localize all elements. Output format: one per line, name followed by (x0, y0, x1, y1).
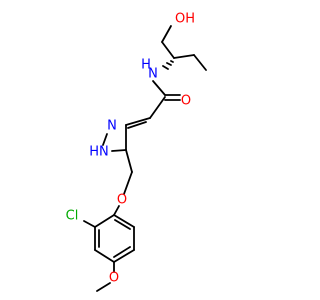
atom-oh: OH (175, 12, 195, 27)
atom-h-amide: H (141, 58, 151, 73)
bond-ar6-ar1-inner (114, 219, 131, 230)
bond-c3-c4-inner (127, 121, 147, 129)
bond-cstereo-n-hash3 (162, 65, 169, 70)
atom-n-pyrazole: N (107, 119, 117, 134)
atom-hn-pyrazole: HN (89, 145, 109, 160)
bond-n1-n2 (102, 133, 108, 146)
bond-ar4-ar5-inner (113, 246, 131, 258)
bond-ar3-ar4 (94, 249, 115, 263)
bond-ch2-oether (123, 171, 133, 195)
bond-cstereo-ethyl (173, 54, 195, 59)
bond-ar6-ar1 (113, 214, 135, 228)
bond-ar2-cl (83, 220, 96, 228)
bond-c3-c4 (125, 117, 151, 126)
molecule-structure: OH H N O N HN O Cl O (66, 12, 207, 292)
bond-oether-caryl (113, 205, 120, 216)
atom-o-methoxy: O (109, 271, 119, 286)
atom-labels: OH H N O N HN O Cl O (66, 12, 195, 286)
atom-cl: Cl (66, 209, 79, 224)
bond-omethoxy-ch3 (96, 282, 111, 292)
bond-ar4-ar5 (113, 249, 135, 263)
bond-c5-n1 (111, 149, 127, 152)
atom-o-carbonyl: O (181, 94, 191, 109)
atom-n-amide: N (148, 67, 158, 82)
atom-o-ether: O (117, 193, 127, 208)
bond-ccarbonyl-c3 (149, 96, 166, 119)
bond-ethyl-methyl (193, 54, 207, 71)
bond-cstereo-n-hash2 (166, 62, 172, 66)
bond-c5-ch2 (125, 149, 133, 173)
bonds (83, 25, 207, 292)
bond-ar1-ar2 (94, 214, 115, 228)
bond-cstereo-n-hash1 (170, 60, 174, 63)
bond-n-ccarbonyl (152, 80, 166, 96)
bond-ch2-cstereo (161, 41, 175, 59)
bond-oh-ch2 (161, 25, 172, 43)
